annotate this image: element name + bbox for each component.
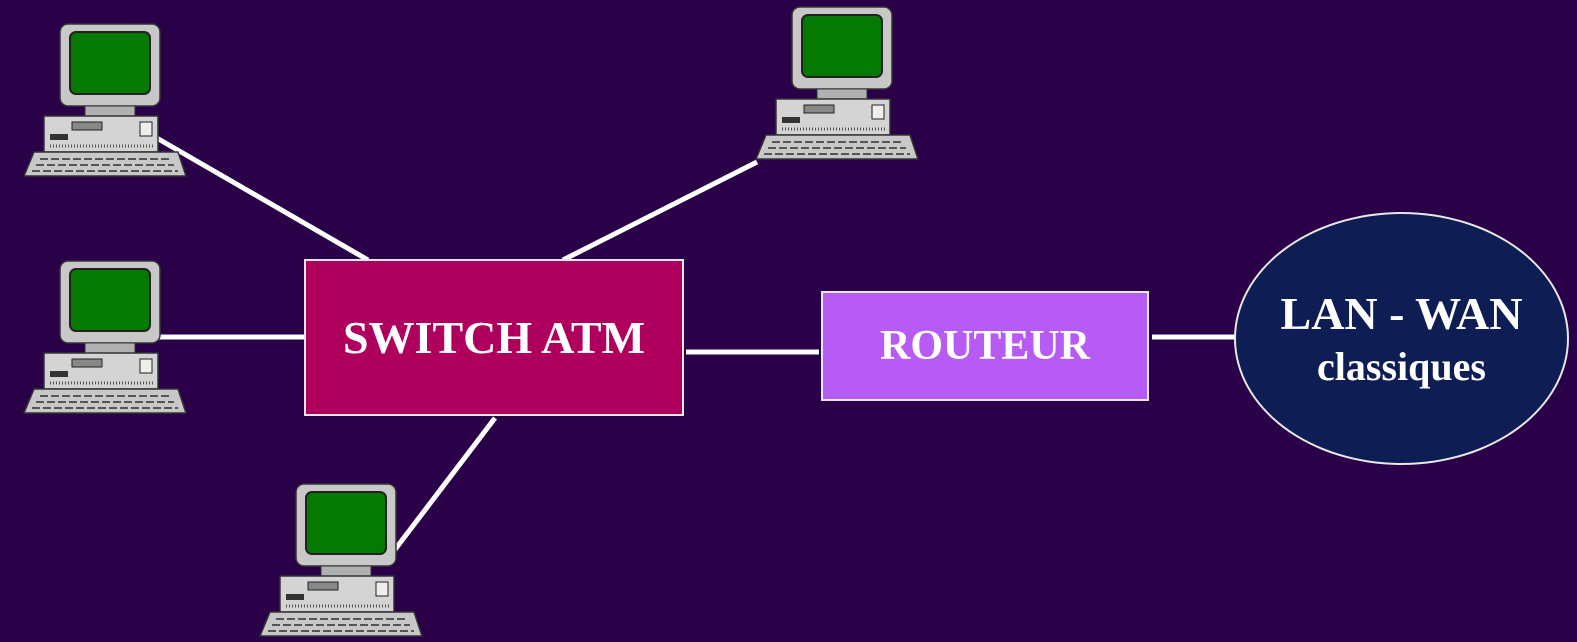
computer-icon [754, 6, 920, 160]
computer-icon [258, 483, 424, 637]
link-computer-3-switch [561, 159, 759, 263]
network-label-line2: classiques [1317, 343, 1486, 389]
computer-icon [22, 260, 188, 414]
computer-1 [22, 23, 188, 177]
computer-4 [258, 483, 424, 637]
network-label-line1: LAN - WAN [1280, 287, 1523, 339]
link-computer-1-switch [153, 134, 370, 263]
lan-wan-network-node: LAN - WAN classiques [1234, 212, 1569, 465]
switch-atm-label: SWITCH ATM [342, 312, 646, 363]
computer-3 [754, 6, 920, 160]
computer-icon [22, 23, 188, 177]
router-label: ROUTEUR [879, 323, 1091, 369]
connection-links [150, 134, 1236, 562]
link-computer-4-switch [385, 416, 497, 562]
router-node: ROUTEUR [821, 291, 1149, 401]
computer-2 [22, 260, 188, 414]
switch-atm-node: SWITCH ATM [304, 259, 684, 416]
